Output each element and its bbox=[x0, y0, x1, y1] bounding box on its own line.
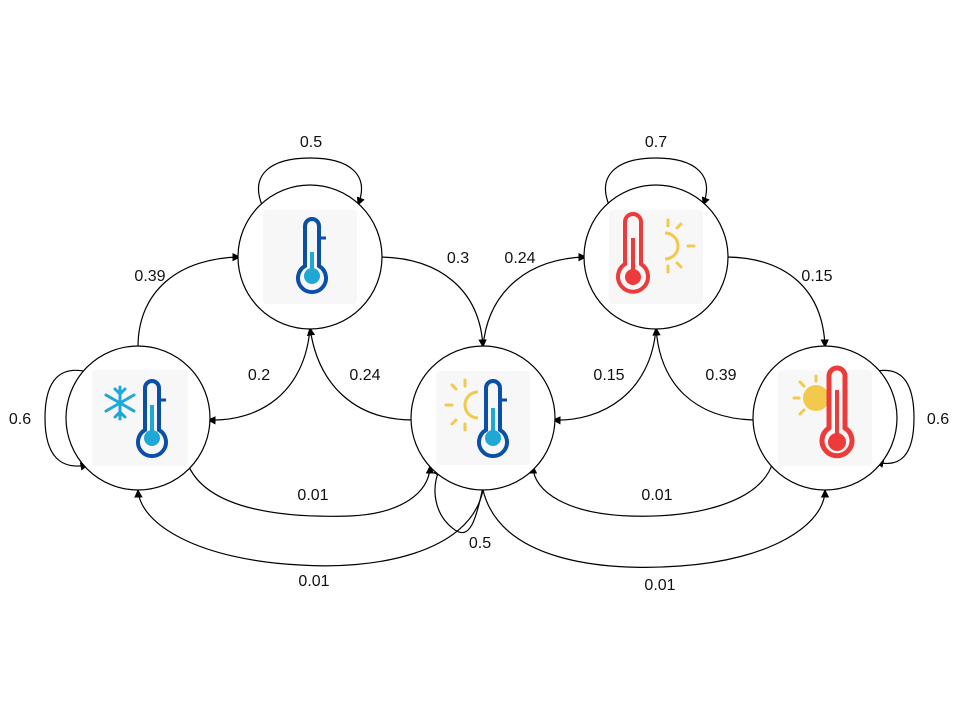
label-mild-to-warm: 0.24 bbox=[504, 250, 535, 267]
node-cold bbox=[65, 345, 211, 491]
label-hot-to-mild: 0.01 bbox=[641, 487, 672, 504]
node-mild bbox=[410, 345, 556, 491]
edge-mild-to-hot bbox=[482, 489, 830, 568]
label-mild-self: 0.5 bbox=[469, 535, 491, 552]
edge-cold-self bbox=[44, 369, 89, 471]
label-mild-to-cool: 0.24 bbox=[349, 367, 380, 384]
label-mild-to-hot: 0.01 bbox=[644, 577, 675, 594]
label-warm-to-mild: 0.15 bbox=[593, 367, 624, 384]
label-cool-self: 0.5 bbox=[300, 134, 322, 151]
edge-mild-to-cold bbox=[134, 489, 484, 567]
edges bbox=[44, 157, 915, 568]
edge-mild-to-cool bbox=[306, 327, 414, 421]
hot-thermometer-sun-icon bbox=[609, 210, 703, 304]
label-hot-self: 0.6 bbox=[927, 411, 949, 428]
edge-warm-to-hot bbox=[726, 256, 829, 348]
label-cold-self: 0.6 bbox=[9, 411, 31, 428]
edge-cool-to-cold bbox=[207, 327, 311, 425]
edge-cool-self bbox=[257, 157, 365, 206]
edge-cold-to-mild bbox=[186, 461, 435, 517]
edge-warm-to-mild bbox=[552, 327, 657, 425]
edge-labels: 0.5 0.7 0.6 0.6 0.5 0.39 0.3 0.24 0.15 0… bbox=[9, 134, 949, 594]
thermometer-low-icon bbox=[263, 210, 357, 304]
label-hot-to-warm: 0.39 bbox=[705, 367, 736, 384]
label-warm-to-hot: 0.15 bbox=[801, 268, 832, 285]
node-hot bbox=[752, 345, 898, 491]
edge-warm-self bbox=[604, 157, 710, 206]
edge-hot-to-mild bbox=[528, 461, 774, 517]
edge-hot-self bbox=[871, 369, 915, 468]
edge-mild-to-warm bbox=[482, 252, 587, 348]
node-warm bbox=[583, 184, 729, 330]
sun-hot-thermometer-icon bbox=[778, 365, 872, 466]
label-cool-to-mild: 0.3 bbox=[447, 250, 469, 267]
label-mild-to-cold: 0.01 bbox=[298, 573, 329, 590]
edge-mild-self bbox=[433, 467, 484, 534]
edge-cool-to-mild bbox=[379, 256, 487, 348]
edge-cold-to-cool bbox=[137, 252, 241, 348]
label-cold-to-cool: 0.39 bbox=[134, 268, 165, 285]
node-cool bbox=[237, 184, 383, 330]
edge-hot-to-warm bbox=[652, 327, 754, 421]
label-cold-to-mild: 0.01 bbox=[297, 487, 328, 504]
label-warm-self: 0.7 bbox=[645, 134, 667, 151]
label-cool-to-cold: 0.2 bbox=[248, 367, 270, 384]
sun-thermometer-icon bbox=[436, 371, 530, 465]
snowflake-thermometer-icon bbox=[92, 370, 188, 466]
